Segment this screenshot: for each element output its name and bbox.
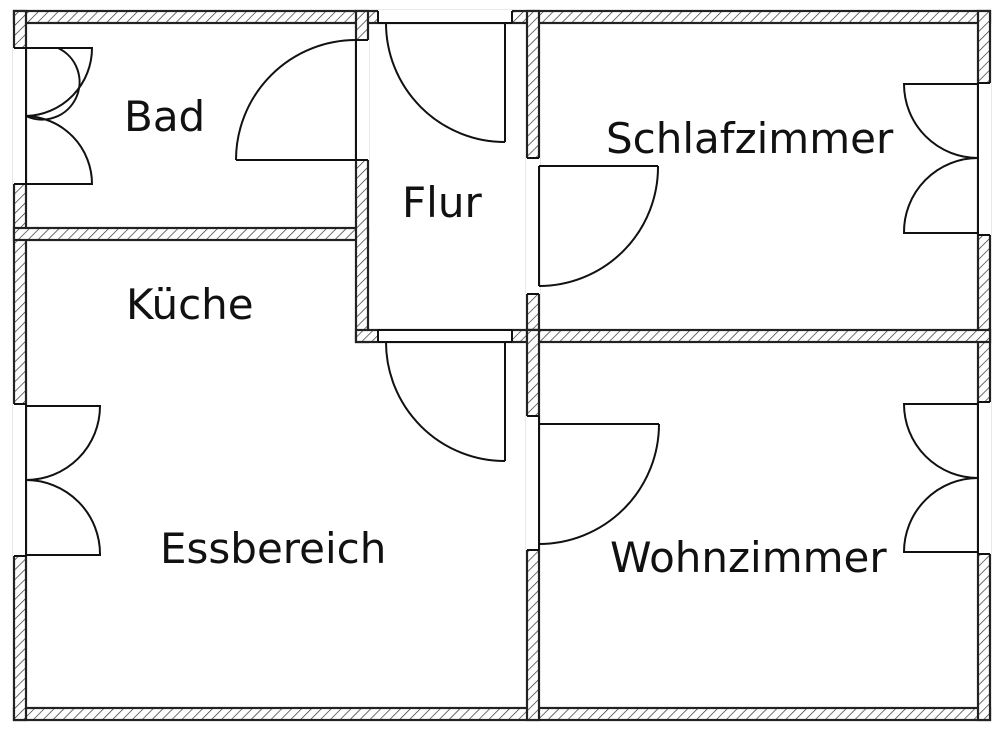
room-label-kueche: Küche bbox=[126, 280, 254, 329]
kueche-window-swing bbox=[25, 405, 102, 556]
schlafzimmer-window-swing bbox=[902, 83, 979, 234]
room-label-flur: Flur bbox=[402, 178, 482, 227]
room-label-wohnzimmer: Wohnzimmer bbox=[610, 533, 887, 582]
room-label-essbereich: Essbereich bbox=[160, 524, 386, 573]
wohnzimmer-window-swing bbox=[902, 403, 979, 553]
room-label-schlafzimmer: Schlafzimmer bbox=[606, 114, 894, 163]
room-labels: Bad Flur Schlafzimmer Küche Essbereich W… bbox=[124, 92, 894, 582]
wall-schlafzimmer-wohnzimmer bbox=[525, 328, 992, 344]
room-label-bad: Bad bbox=[124, 92, 205, 141]
flur-top-door-swing bbox=[385, 22, 506, 143]
openings bbox=[13, 10, 991, 557]
wall-bad-kueche bbox=[12, 226, 370, 242]
kueche-door-swing bbox=[385, 341, 506, 462]
bad-window-swing bbox=[25, 47, 94, 185]
wohnzimmer-door-swing bbox=[538, 423, 660, 545]
schlafzimmer-door-swing bbox=[538, 165, 660, 287]
outer-wall-bottom bbox=[12, 706, 992, 722]
bad-door-swing bbox=[235, 39, 357, 161]
door-swings bbox=[25, 22, 979, 556]
